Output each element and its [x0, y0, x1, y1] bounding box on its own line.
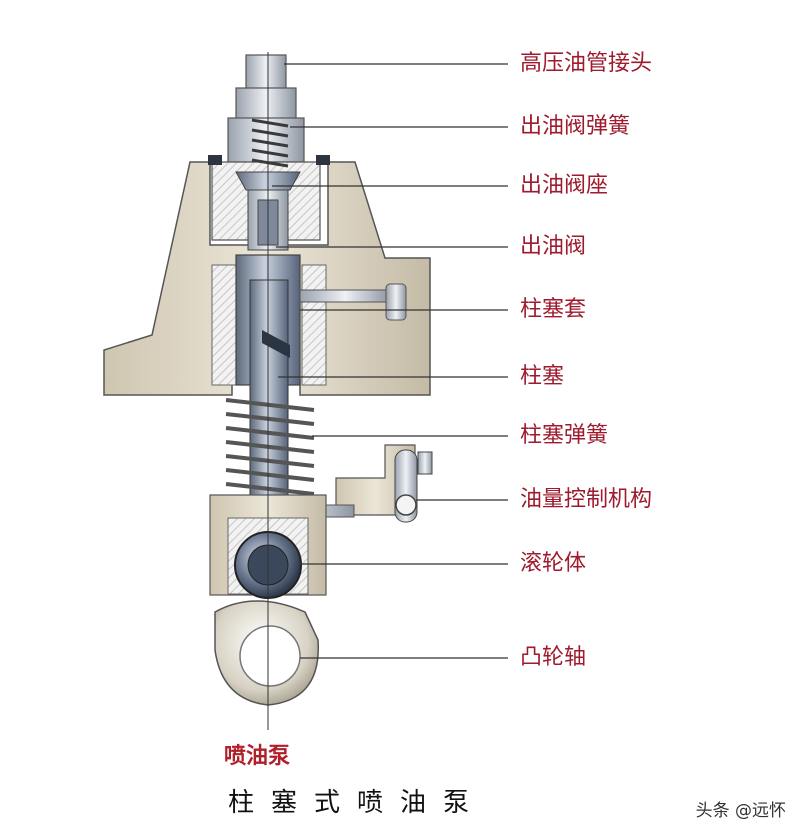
- label-camshaft: 凸轮轴: [520, 645, 587, 670]
- plunger-spring: [225, 398, 315, 496]
- caption-small: 喷油泵: [224, 744, 291, 769]
- label-control-mechanism: 油量控制机构: [520, 487, 653, 512]
- label-delivery-valve: 出油阀: [520, 234, 587, 259]
- label-plunger-spring: 柱塞弹簧: [520, 423, 609, 448]
- plunger: [249, 279, 290, 521]
- label-plunger-barrel: 柱塞套: [520, 297, 587, 322]
- label-delivery-valve-spring: 出油阀弹簧: [520, 114, 631, 139]
- camshaft: [214, 600, 319, 706]
- leader-lines: [272, 63, 508, 659]
- label-plunger: 柱塞: [520, 364, 565, 389]
- label-delivery-valve-seat: 出油阀座: [520, 173, 609, 198]
- label-high-pressure-fitting: 高压油管接头: [520, 51, 653, 76]
- watermark: 头条 @远怀: [695, 801, 786, 821]
- label-roller-tappet: 滚轮体: [520, 551, 587, 576]
- caption-main: 柱塞式喷油泵: [228, 788, 487, 818]
- delivery-valve-spring: [251, 118, 289, 168]
